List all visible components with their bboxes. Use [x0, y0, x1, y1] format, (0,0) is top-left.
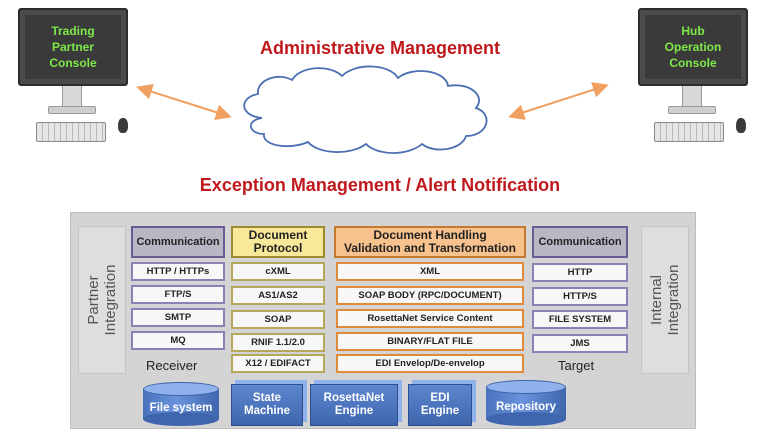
receiver-label: Receiver [146, 358, 198, 373]
handling-item: SOAP BODY (RPC/DOCUMENT) [336, 286, 524, 305]
target-item: JMS [532, 334, 628, 353]
handling-item: RosettaNet Service Content [336, 309, 524, 328]
protocol-item: RNIF 1.1/2.0 [231, 333, 325, 352]
file-system-label: File system [149, 401, 213, 414]
receiver-communication-header: Communication [131, 226, 225, 258]
keyboard-icon [654, 122, 724, 142]
trading-partner-computer: Trading Partner Console [18, 8, 130, 148]
protocol-item: SOAP [231, 310, 325, 329]
handling-item: XML [336, 262, 524, 281]
protocol-item: X12 / EDIFACT [231, 354, 325, 373]
receiver-item: SMTP [131, 308, 225, 327]
document-protocol-header: Document Protocol [231, 226, 325, 258]
admin-management-title: Administrative Management [259, 38, 501, 58]
file-system-cylinder: File system [143, 382, 219, 426]
repository-cylinder: Repository [486, 380, 566, 426]
hub-operation-console-label: Hub Operation Console [645, 15, 741, 79]
rosettanet-engine-box: RosettaNet Engine [310, 384, 398, 426]
monitor-stand [682, 86, 702, 108]
monitor-base [668, 106, 716, 114]
monitor: Trading Partner Console [18, 8, 128, 86]
receiver-item: MQ [131, 331, 225, 350]
cloud-diagram [136, 65, 609, 154]
cloud-icon [243, 65, 488, 154]
keyboard-icon [36, 122, 106, 142]
internal-integration-sidebar: Internal Integration [641, 226, 689, 374]
receiver-item: HTTP / HTTPs [131, 262, 225, 281]
exception-management-title: Exception Management / Alert Notificatio… [199, 175, 561, 195]
trading-partner-console-label: Trading Partner Console [25, 15, 121, 79]
handling-item: BINARY/FLAT FILE [336, 332, 524, 351]
mouse-icon [736, 118, 746, 133]
right-double-arrow [508, 82, 609, 120]
monitor: Hub Operation Console [638, 8, 748, 86]
target-communication-header: Communication [532, 226, 628, 258]
target-item: FILE SYSTEM [532, 310, 628, 329]
receiver-item: FTP/S [131, 285, 225, 304]
target-label: Target [558, 358, 595, 373]
repository-label: Repository [495, 400, 557, 413]
state-machine-box: State Machine [231, 384, 303, 426]
internal-integration-label: Internal Integration [648, 264, 682, 336]
monitor-base [48, 106, 96, 114]
partner-integration-label: Partner Integration [85, 264, 119, 336]
left-double-arrow [136, 84, 232, 120]
document-handling-header: Document Handling Validation and Transfo… [334, 226, 526, 258]
monitor-stand [62, 86, 82, 108]
hub-operation-computer: Hub Operation Console [638, 8, 750, 148]
partner-integration-sidebar: Partner Integration [78, 226, 126, 374]
target-item: HTTP [532, 263, 628, 282]
protocol-item: AS1/AS2 [231, 286, 325, 305]
mouse-icon [118, 118, 128, 133]
edi-engine-box: EDI Engine [408, 384, 472, 426]
handling-item: EDI Envelop/De-envelop [336, 354, 524, 373]
target-item: HTTP/S [532, 287, 628, 306]
protocol-item: cXML [231, 262, 325, 281]
